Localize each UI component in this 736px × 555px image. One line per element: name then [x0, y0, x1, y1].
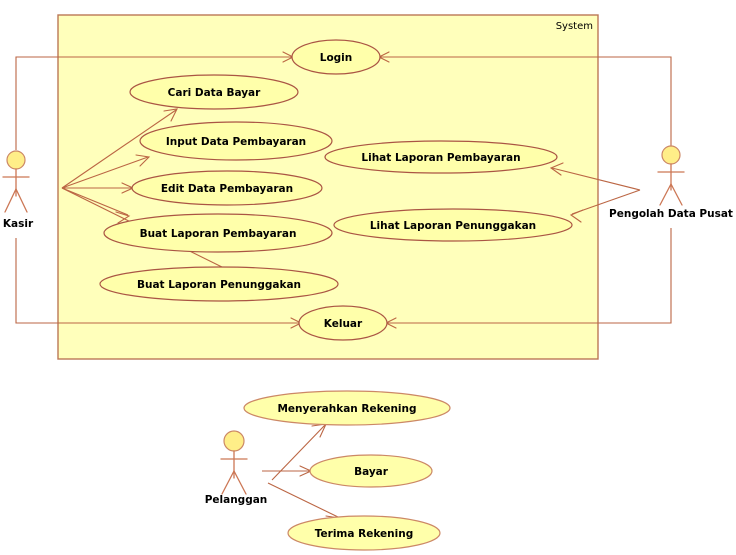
use-case-label: Lihat Laporan Pembayaran — [361, 152, 520, 164]
actor-leg-right-icon — [15, 188, 28, 213]
actor-leg-right-icon — [670, 183, 683, 206]
actor-label: Pelanggan — [205, 494, 268, 506]
use-case-ellipse[interactable] — [333, 208, 573, 242]
actor-head-icon — [661, 145, 681, 165]
use-case-login[interactable]: Login — [291, 39, 381, 75]
assoc-kasir-cari-data-bayar-arrowhead — [163, 108, 178, 122]
use-case-terima-rekening[interactable]: Terima Rekening — [287, 515, 441, 551]
assoc-kasir-buat-laporan-pembayaran-arrowhead — [115, 211, 131, 224]
use-case-label: Cari Data Bayar — [168, 87, 261, 99]
use-case-bayar[interactable]: Bayar — [309, 454, 433, 488]
use-case-label: Buat Laporan Pembayaran — [140, 228, 297, 240]
use-case-label: Terima Rekening — [315, 528, 413, 540]
use-case-ellipse[interactable] — [287, 515, 441, 551]
use-case-ellipse[interactable] — [131, 170, 323, 206]
actor-leg-right-icon — [233, 470, 247, 495]
assoc-pelanggan-terima-rekening — [267, 482, 339, 518]
use-case-ellipse[interactable] — [243, 390, 451, 426]
use-case-keluar[interactable]: Keluar — [298, 305, 388, 341]
use-case-buat-laporan-pembayaran[interactable]: Buat Laporan Pembayaran — [103, 213, 333, 253]
use-case-label: Login — [320, 52, 353, 64]
use-case-label: Edit Data Pembayaran — [161, 183, 293, 195]
assoc-pengolah-lihat-laporan-penunggakan-arrowhead — [569, 209, 584, 223]
system-boundary-label: System — [556, 21, 593, 32]
assoc-kasir-input-data-pembayaran — [61, 156, 149, 189]
use-case-ellipse[interactable] — [324, 140, 558, 174]
assoc-pengolah-lihat-laporan-pembayaran-arrowhead — [549, 162, 564, 176]
use-case-label: Lihat Laporan Penunggakan — [370, 220, 536, 232]
assoc-pengolah-lihat-laporan-pembayaran — [551, 167, 641, 191]
use-case-label: Keluar — [324, 318, 363, 330]
use-case-lihat-laporan-penunggakan[interactable]: Lihat Laporan Penunggakan — [333, 208, 573, 242]
assoc-kasir-input-data-pembayaran-arrowhead — [135, 154, 151, 167]
use-case-menyerahkan-rekening[interactable]: Menyerahkan Rekening — [243, 390, 451, 426]
assoc-kasir-keluar — [15, 238, 300, 324]
use-case-ellipse[interactable] — [99, 266, 339, 302]
actor-pengolah-data-pusat[interactable]: Pengolah Data Pusat — [609, 145, 733, 220]
use-case-ellipse[interactable] — [103, 213, 333, 253]
use-case-label: Input Data Pembayaran — [166, 136, 306, 148]
assoc-kasir-login — [15, 56, 292, 150]
use-case-ellipse[interactable] — [291, 39, 381, 75]
use-case-edit-data-pembayaran[interactable]: Edit Data Pembayaran — [131, 170, 323, 206]
actor-pelanggan[interactable]: Pelanggan — [205, 430, 268, 506]
use-case-ellipse[interactable] — [139, 121, 333, 161]
actor-leg-left-icon — [659, 183, 672, 206]
use-case-label: Buat Laporan Penunggakan — [137, 279, 301, 291]
actor-leg-left-icon — [4, 188, 17, 213]
associations-layer — [15, 51, 672, 530]
actor-label: Kasir — [3, 218, 34, 230]
actors-layer: Kasir Pengolah Data Pusat Pelanggan — [2, 145, 733, 506]
use-case-lihat-laporan-pembayaran[interactable]: Lihat Laporan Pembayaran — [324, 140, 558, 174]
actor-kasir[interactable]: Kasir — [2, 150, 34, 230]
assoc-kasir-buat-laporan-pembayaran — [61, 187, 129, 216]
assoc-pengolah-keluar — [387, 228, 672, 324]
use-case-ellipse[interactable] — [309, 454, 433, 488]
use-case-ellipse[interactable] — [298, 305, 388, 341]
use-case-ellipse[interactable] — [129, 74, 299, 110]
use-case-input-data-pembayaran[interactable]: Input Data Pembayaran — [139, 121, 333, 161]
actor-head-icon — [223, 430, 245, 452]
use-case-label: Bayar — [354, 466, 389, 478]
use-case-label: Menyerahkan Rekening — [277, 403, 416, 415]
assoc-pengolah-login — [380, 56, 672, 146]
use-case-cari-data-bayar[interactable]: Cari Data Bayar — [129, 74, 299, 110]
use-case-buat-laporan-penunggakan[interactable]: Buat Laporan Penunggakan — [99, 266, 339, 302]
actor-leg-left-icon — [221, 470, 235, 495]
assoc-kasir-cari-data-bayar — [61, 109, 177, 189]
actor-head-icon — [6, 150, 26, 170]
actor-label: Pengolah Data Pusat — [609, 208, 733, 220]
use-cases-layer: Login Cari Data Bayar Input Data Pembaya… — [99, 39, 573, 551]
